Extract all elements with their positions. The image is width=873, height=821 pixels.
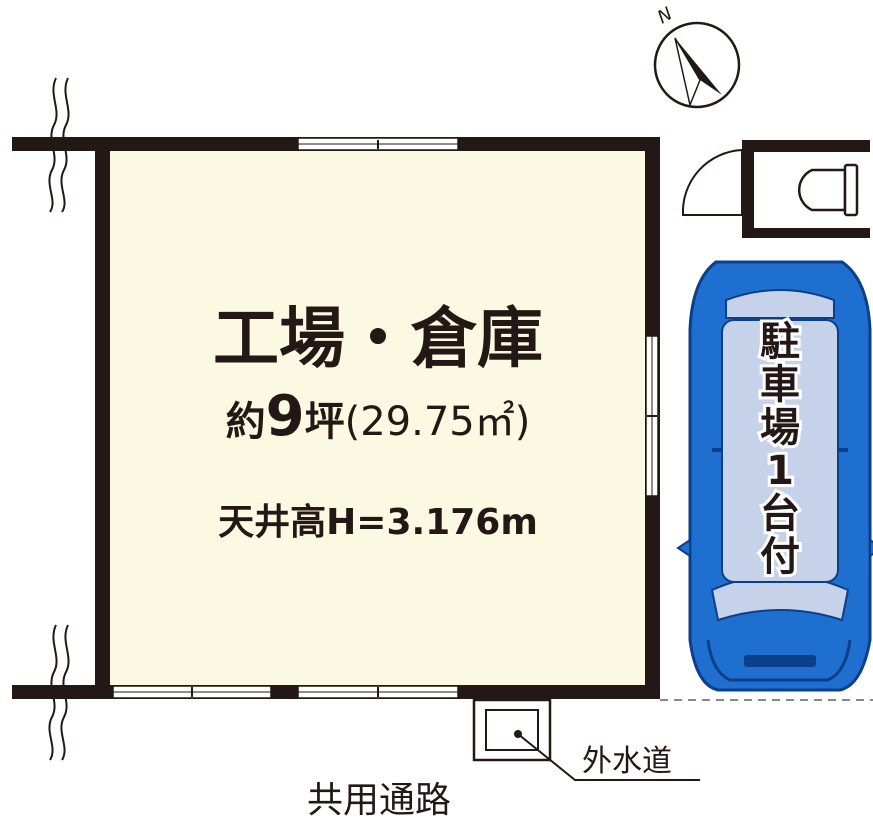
toilet-room <box>681 140 870 238</box>
road-label: 共用通路 <box>307 780 451 821</box>
area-prefix: 約 <box>226 399 266 445</box>
parking-char-1: 駐 <box>760 319 800 365</box>
parking-char-3: 場 <box>760 405 800 451</box>
car-icon <box>676 260 873 692</box>
water-meter-label: 外水道 <box>582 744 672 779</box>
compass-north-label: N <box>654 3 676 28</box>
area-unit: 坪 <box>305 399 345 445</box>
top-window <box>297 137 459 151</box>
compass-icon: N <box>653 3 741 109</box>
right-window <box>645 335 659 497</box>
bottom-doors <box>112 685 459 699</box>
parking-label: 駐 車 場 1 台 付 <box>757 316 803 583</box>
area-tsubo: 9 <box>266 384 305 449</box>
parking-char-5: 台 <box>760 491 800 537</box>
parking-char-2: 車 <box>760 362 800 408</box>
room-area: 約9坪(29.75㎡) <box>226 384 531 449</box>
wall-break-marks <box>48 77 70 761</box>
parking-char-6: 付 <box>760 534 800 580</box>
toilet-icon <box>797 163 859 217</box>
parking-char-4: 1 <box>766 448 794 494</box>
area-sqm: (29.75㎡) <box>345 399 531 445</box>
room-title: 工場・倉庫 <box>213 300 543 377</box>
ceiling-height: 天井高H=3.176m <box>218 502 538 543</box>
water-meter-box <box>472 698 700 781</box>
room-floor <box>106 150 646 687</box>
